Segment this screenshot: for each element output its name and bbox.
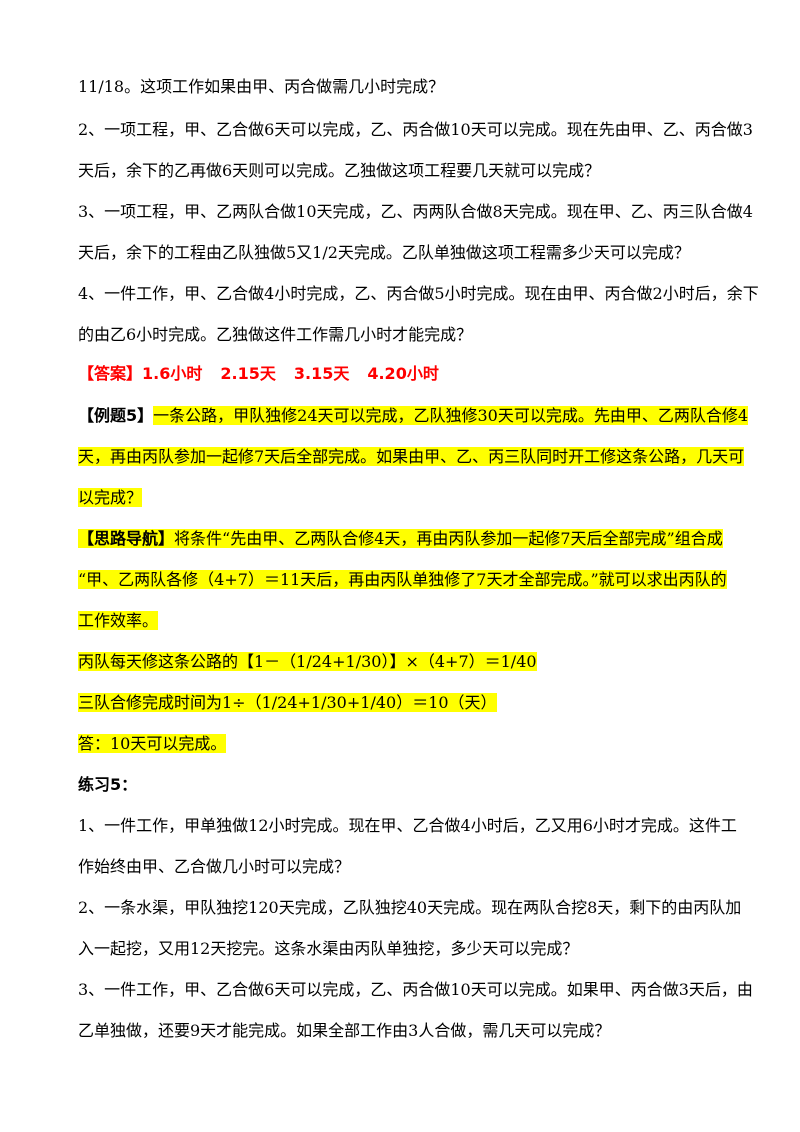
calc-line-1: 丙队每天修这条公路的【1－（1/24+1/30）】×（4+7）＝1/40 — [78, 651, 740, 673]
example-5-line-1: 【例题5】一条公路，甲队独修24天可以完成，乙队独修30天可以完成。先由甲、乙两… — [78, 405, 749, 427]
answer-1: 1.6小时 — [142, 364, 203, 383]
answer-label: 【答案】 — [78, 364, 143, 383]
problem-4-line-1: 4、一件工作，甲、乙合做4小时完成，乙、丙合做5小时完成。现在由甲、丙合做2小时… — [78, 284, 759, 303]
problem-4-line-2: 的由乙6小时完成。乙独做这件工作需几小时才能完成？ — [78, 325, 473, 344]
calc-text-2: 三队合修完成时间为1÷（1/24+1/30+1/40）＝10（天） — [78, 693, 497, 712]
example-5-line-3: 以完成？ — [78, 487, 740, 509]
guide-label: 【思路导航】 — [78, 529, 175, 548]
example-answer-text: 答：10天可以完成。 — [78, 734, 227, 753]
calc-line-2: 三队合修完成时间为1÷（1/24+1/30+1/40）＝10（天） — [78, 692, 740, 714]
practice-1-line-2: 作始终由甲、乙合做几小时可以完成？ — [78, 857, 351, 876]
example-5-text-3: 以完成？ — [78, 488, 143, 507]
guide-line-1: 【思路导航】将条件“先由甲、乙两队合修4天，再由丙队参加一起修7天后全部完成”组… — [78, 528, 740, 550]
example-5-text-2: 天，再由丙队参加一起修7天后全部完成。如果由甲、乙、丙三队同时开工修这条公路，几… — [78, 447, 745, 466]
answer-3: 3.15天 — [293, 364, 350, 383]
example-5-label: 【例题5】 — [78, 406, 154, 425]
problem-2-line-1: 2、一项工程，甲、乙合做6天可以完成，乙、丙合做10天可以完成。现在先由甲、乙、… — [78, 120, 753, 139]
practice-1-line-1: 1、一件工作，甲单独做12小时完成。现在甲、乙合做4小时后，乙又用6小时才完成。… — [78, 816, 737, 835]
practice-5-title: 练习5： — [78, 775, 138, 794]
guide-text-2: “甲、乙两队各修（4+7）＝11天后，再由丙队单独修了7天才全部完成。”就可以求… — [78, 570, 727, 589]
guide-line-2: “甲、乙两队各修（4+7）＝11天后，再由丙队单独修了7天才全部完成。”就可以求… — [78, 569, 740, 591]
problem-3-line-1: 3、一项工程，甲、乙两队合做10天完成，乙、丙两队合做8天完成。现在甲、乙、丙三… — [78, 202, 753, 221]
guide-line-3: 工作效率。 — [78, 610, 740, 632]
guide-text-3: 工作效率。 — [78, 611, 159, 630]
text-line: 11/18。这项工作如果由甲、丙合做需几小时完成？ — [78, 77, 445, 96]
answer-line: 【答案】1.6小时 2.15天 3.15天 4.20小时 — [78, 363, 740, 385]
practice-2-line-1: 2、一条水渠，甲队独挖120天完成，乙队独挖40天完成。现在两队合挖8天，剩下的… — [78, 898, 742, 917]
practice-2-line-2: 入一起挖，又用12天挖完。这条水渠由丙队单独挖，多少天可以完成？ — [78, 939, 579, 958]
problem-3-line-2: 天后，余下的工程由乙队独做5又1/2天完成。乙队单独做这项工程需多少天可以完成？ — [78, 243, 690, 262]
calc-text-1: 丙队每天修这条公路的【1－（1/24+1/30）】×（4+7）＝1/40 — [78, 652, 537, 671]
practice-3-line-2: 乙单独做，还要9天才能完成。如果全部工作由3人合做，需几天可以完成？ — [78, 1021, 611, 1040]
problem-2-line-2: 天后，余下的乙再做6天则可以完成。乙独做这项工程要几天就可以完成？ — [78, 161, 601, 180]
guide-text-1: 将条件“先由甲、乙两队合修4天，再由丙队参加一起修7天后全部完成”组合成 — [174, 529, 723, 548]
example-5-line-2: 天，再由丙队参加一起修7天后全部完成。如果由甲、乙、丙三队同时开工修这条公路，几… — [78, 446, 745, 468]
answer-4: 4.20小时 — [367, 364, 439, 383]
practice-3-line-1: 3、一件工作，甲、乙合做6天可以完成，乙、丙合做10天可以完成。如果甲、丙合做3… — [78, 980, 753, 999]
example-5-text-1: 一条公路，甲队独修24天可以完成，乙队独修30天可以完成。先由甲、乙两队合修4 — [153, 406, 749, 425]
example-answer-line: 答：10天可以完成。 — [78, 733, 740, 755]
answer-2: 2.15天 — [220, 364, 276, 383]
